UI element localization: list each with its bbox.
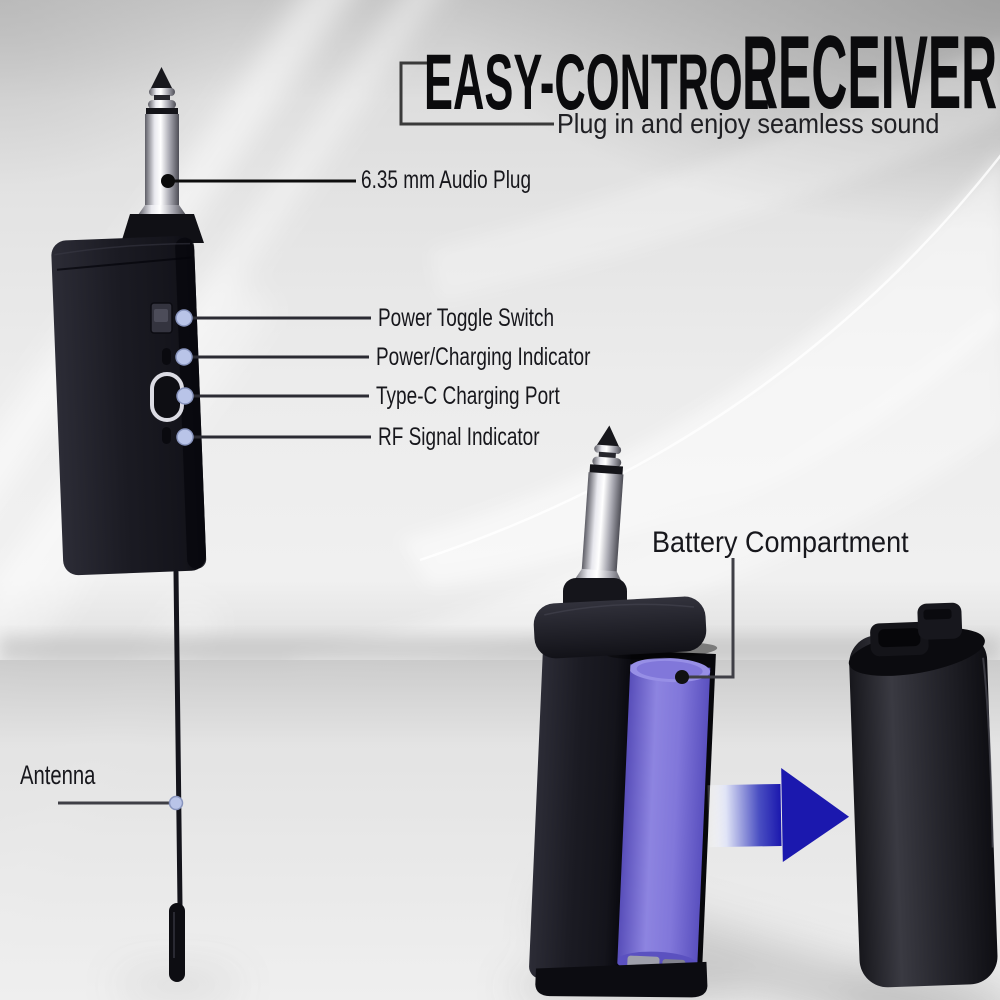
battery-cover-image	[848, 602, 998, 988]
arrow-right-icon	[707, 767, 850, 862]
title-bracket	[399, 61, 554, 126]
device-cap-image	[533, 596, 718, 660]
audio-plug-small-image	[572, 425, 624, 586]
label-audio-plug: 6.35 mm Audio Plug	[361, 166, 532, 194]
receiver-open-image	[529, 425, 718, 998]
power-indicator-image	[162, 348, 171, 365]
antenna-image	[169, 569, 185, 982]
label-antenna: Antenna	[20, 760, 96, 790]
rf-indicator-image	[162, 427, 171, 444]
audio-plug-image	[121, 67, 204, 243]
page-subtitle: Plug in and enjoy seamless sound	[557, 108, 940, 139]
power-toggle-switch-image	[150, 302, 173, 334]
page-title-primary: EASY-CONTROL	[424, 37, 770, 126]
label-rf-indicator: RF Signal Indicator	[378, 423, 540, 451]
label-type-c-port: Type-C Charging Port	[376, 382, 560, 410]
receiver-device-image	[51, 67, 207, 982]
label-power-toggle: Power Toggle Switch	[378, 304, 555, 332]
battery-image	[616, 657, 711, 976]
label-battery-compartment: Battery Compartment	[652, 526, 909, 559]
label-power-indicator: Power/Charging Indicator	[376, 343, 591, 371]
callout-dots	[161, 174, 689, 811]
page-title-secondary: RECEIVER	[742, 15, 998, 131]
callout-lines	[58, 179, 735, 805]
